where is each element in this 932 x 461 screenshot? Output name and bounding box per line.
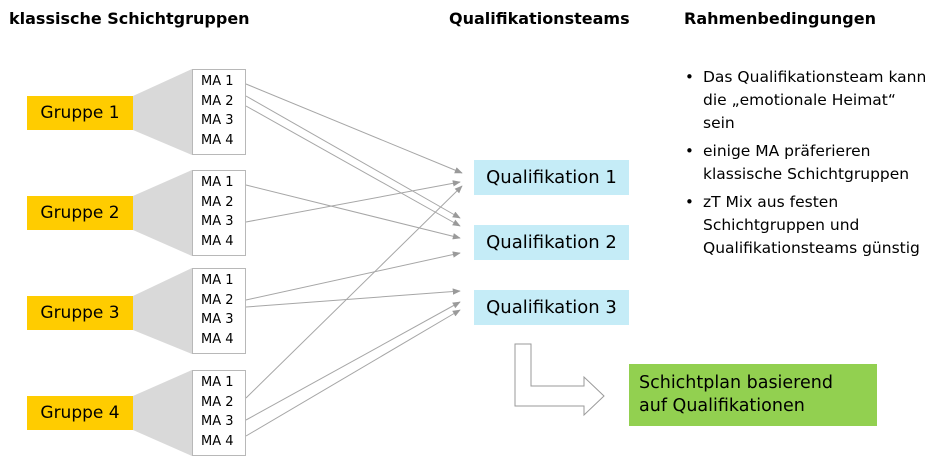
member-label: MA 2 xyxy=(201,93,234,109)
member-label: MA 1 xyxy=(201,375,234,390)
connector-g4-ma2 xyxy=(245,185,463,399)
member-label: MA 1 xyxy=(201,273,234,288)
member-label: MA 4 xyxy=(201,331,234,347)
connector-g2-ma1 xyxy=(245,184,461,240)
heading-conditions: Rahmenbedingungen xyxy=(684,9,876,28)
member-box-group-4: MA 1 MA 2 MA 3 MA 4 xyxy=(192,370,246,456)
member-label: MA 2 xyxy=(201,394,234,410)
group-fan-3 xyxy=(133,268,192,354)
result-line-1: Schichtplan basierend xyxy=(639,373,833,393)
condition-item: • Das Qualifikationsteam kann die „emotio… xyxy=(683,66,928,135)
connector-g1-ma1 xyxy=(245,83,463,174)
qualification-3: Qualifikation 3 xyxy=(474,290,629,325)
heading-qualification-teams: Qualifikationsteams xyxy=(449,9,630,28)
member-label: MA 1 xyxy=(201,175,234,190)
condition-item: • einige MA präferieren klassische Schich… xyxy=(683,140,928,186)
member-label: MA 4 xyxy=(201,233,234,249)
connector-g3-ma2a xyxy=(245,251,461,301)
result-line-2: auf Qualifikationen xyxy=(639,396,805,416)
member-label: MA 3 xyxy=(201,214,234,229)
member-label: MA 3 xyxy=(201,113,234,128)
conditions-list: • Das Qualifikationsteam kann die „emotio… xyxy=(683,66,928,265)
member-label: MA 4 xyxy=(201,132,234,148)
connector-g4-ma3 xyxy=(245,301,461,421)
connector-g2-ma3 xyxy=(245,180,461,223)
connector-g1-ma2 xyxy=(245,95,461,219)
bullet-icon: • xyxy=(685,142,694,160)
bullet-icon: • xyxy=(685,193,694,211)
qualification-2: Qualifikation 2 xyxy=(474,225,629,260)
connector-g1-ma3 xyxy=(245,105,461,227)
member-label: MA 2 xyxy=(201,194,234,210)
qualification-1: Qualifikation 1 xyxy=(474,160,629,195)
member-box-group-2: MA 1 MA 2 MA 3 MA 4 xyxy=(192,170,246,256)
group-fan-1 xyxy=(133,69,192,155)
connector-g4-ma4 xyxy=(245,309,461,437)
condition-text: einige MA präferieren klassische Schicht… xyxy=(703,142,910,183)
member-box-group-1: MA 1 MA 2 MA 3 MA 4 xyxy=(192,69,246,155)
heading-shift-groups: klassische Schichtgruppen xyxy=(9,9,250,28)
condition-text: Das Qualifikationsteam kann die „emotion… xyxy=(703,68,927,132)
group-3: Gruppe 3 xyxy=(27,296,133,330)
bullet-icon: • xyxy=(685,68,694,86)
result-box: Schichtplan basierend auf Qualifikatione… xyxy=(629,364,877,426)
member-label: MA 3 xyxy=(201,414,234,429)
member-label: MA 1 xyxy=(201,74,234,89)
connector-g3-ma2b xyxy=(245,288,461,308)
bent-arrow xyxy=(514,343,605,417)
group-4: Gruppe 4 xyxy=(27,396,133,430)
group-2: Gruppe 2 xyxy=(27,196,133,230)
condition-item: • zT Mix aus festen Schichtgruppen und Qu… xyxy=(683,191,928,260)
member-label: MA 2 xyxy=(201,292,234,308)
member-label: MA 3 xyxy=(201,312,234,327)
member-box-group-3: MA 1 MA 2 MA 3 MA 4 xyxy=(192,268,246,354)
condition-text: zT Mix aus festen Schichtgruppen und Qua… xyxy=(703,193,920,257)
group-1: Gruppe 1 xyxy=(27,96,133,130)
group-fan-2 xyxy=(133,170,192,256)
group-fan-4 xyxy=(133,370,192,456)
member-label: MA 4 xyxy=(201,433,234,449)
